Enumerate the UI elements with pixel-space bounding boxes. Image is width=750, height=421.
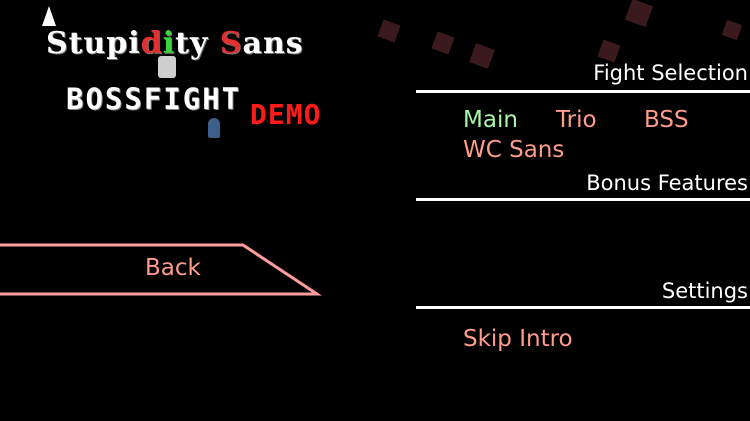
back-button-label: Back — [145, 255, 201, 281]
fight-option-bss[interactable]: BSS — [644, 107, 689, 133]
logo-decoration — [158, 56, 176, 78]
logo-title-part: S — [219, 26, 243, 61]
background-particle — [597, 39, 621, 63]
demo-badge: DEMO — [250, 98, 322, 131]
fight-option-main[interactable]: Main — [463, 107, 518, 133]
logo-title-part: ty — [175, 26, 220, 61]
hat-icon — [42, 6, 56, 26]
background-particle — [469, 43, 495, 69]
logo-title-part: i — [162, 26, 176, 61]
logo-title-part: d — [140, 26, 163, 61]
logo-subtitle: BOSSFIGHT — [66, 82, 242, 116]
divider — [416, 306, 750, 309]
divider — [416, 198, 750, 201]
fight-option-trio[interactable]: Trio — [556, 107, 597, 133]
bonus-features-title: Bonus Features — [586, 171, 748, 195]
background-particle — [377, 19, 401, 43]
fight-option-wc-sans[interactable]: WC Sans — [463, 137, 565, 163]
background-particle — [624, 0, 654, 28]
logo-title: Stupidity Sans — [46, 26, 304, 61]
background-particle — [431, 31, 455, 55]
fight-selection-title: Fight Selection — [593, 61, 748, 85]
back-button[interactable] — [0, 243, 330, 297]
settings-title: Settings — [661, 279, 748, 303]
character-icon — [208, 118, 220, 138]
skip-intro-option[interactable]: Skip Intro — [463, 326, 573, 352]
background-particle — [721, 19, 743, 41]
logo-title-part: ans — [242, 26, 304, 61]
divider — [416, 90, 750, 93]
logo-title-part: Stupi — [46, 26, 141, 61]
back-button-frame — [0, 243, 322, 296]
